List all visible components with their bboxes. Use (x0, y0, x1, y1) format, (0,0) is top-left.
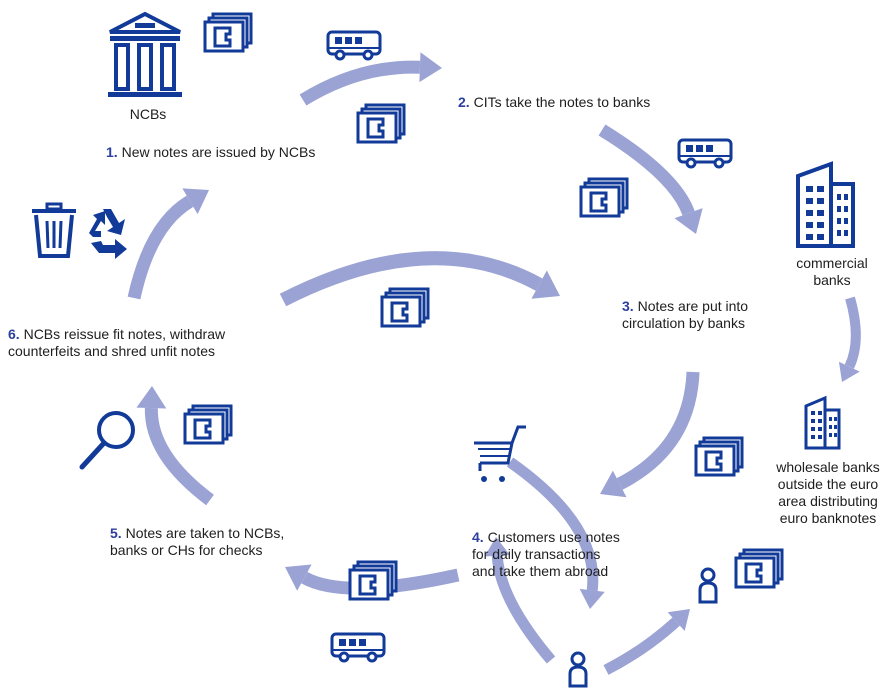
wholesale-banks-label: wholesale banks outside the euro area di… (766, 459, 890, 527)
arrow-commercial-to-wholesale (844, 296, 861, 369)
step-number: 5. (110, 525, 122, 541)
banknotes-icon (183, 404, 233, 445)
arrow-reissue-to-circulation (279, 251, 543, 307)
arrow-reissue-to-ncbs-head (182, 188, 209, 215)
arrow-customers-to-checks-head (285, 564, 312, 591)
label-line: wholesale banks (776, 459, 880, 475)
step-text: counterfeits and shred unfit notes (8, 343, 216, 359)
step-number: 6. (8, 326, 20, 342)
step-number: 3. (622, 298, 634, 314)
step-text: New notes are issued by NCBs (121, 144, 316, 160)
banknotes-icon (356, 103, 406, 144)
step-text: Notes are put into (637, 298, 749, 314)
arrow-cart-to-person-head (579, 588, 605, 609)
trash-bin-icon (32, 202, 76, 258)
step-1-caption: 1. New notes are issued by NCBs (106, 144, 315, 161)
arrow-person-to-cart (491, 555, 556, 664)
step-text: NCBs reissue fit notes, withdraw (23, 326, 226, 342)
person-icon (568, 651, 588, 688)
office-building-icon (796, 161, 855, 248)
arrow-ncbs-to-cits (299, 60, 421, 106)
label-line: commercial (796, 255, 868, 271)
bank-building-icon (108, 11, 182, 97)
banknotes-icon (579, 177, 629, 218)
arrow-reissue-to-circulation-head (531, 270, 560, 299)
step-2-caption: 2. CITs take the notes to banks (458, 94, 650, 111)
arrow-banks-to-customers (616, 371, 700, 490)
banknotes-icon (734, 548, 784, 589)
arrow-person-to-abroad (603, 617, 680, 675)
arrow-checks-to-reissue (144, 407, 214, 506)
arrow-commercial-to-wholesale-head (838, 361, 860, 382)
step-number: 1. (106, 144, 118, 160)
arrow-cart-to-person (506, 457, 599, 592)
arrow-person-to-abroad-head (667, 609, 690, 631)
arrow-reissue-to-ncbs (127, 195, 194, 300)
step-text: Customers use notes (487, 529, 620, 545)
banknotes-icon (694, 436, 744, 477)
step-3-caption: 3. Notes are put into circulation by ban… (622, 298, 748, 332)
banknotes-icon (203, 12, 253, 53)
banknotes-icon (348, 560, 398, 601)
banknotes-icon (380, 287, 430, 328)
arrow-cits-to-banks-head (674, 208, 703, 234)
label-line: area distributing (778, 493, 878, 509)
recycle-icon (89, 209, 127, 259)
van-icon (330, 632, 386, 663)
arrow-ncbs-to-cits-head (419, 52, 442, 83)
arrow-banks-to-customers-head (600, 470, 627, 498)
step-text: CITs take the notes to banks (473, 94, 651, 110)
step-number: 4. (472, 529, 484, 545)
cycle-arrows (127, 52, 861, 675)
step-text: banks or CHs for checks (110, 542, 263, 558)
arrow-person-to-cart-head (484, 537, 510, 557)
step-4-caption: 4. Customers use notes for daily transac… (472, 529, 620, 580)
label-line: banks (813, 272, 851, 288)
van-icon (326, 30, 382, 61)
step-text: circulation by banks (622, 315, 745, 331)
step-5-caption: 5. Notes are taken to NCBs, banks or CHs… (110, 525, 284, 559)
step-6-caption: 6. NCBs reissue fit notes, withdraw coun… (8, 326, 225, 360)
commercial-banks-label: commercial banks (786, 255, 878, 289)
label-line: outside the euro (777, 476, 879, 492)
step-text: for daily transactions (472, 546, 601, 562)
shopping-cart-icon (474, 425, 526, 482)
office-building-icon (804, 395, 841, 450)
step-text: Notes are taken to NCBs, (125, 525, 285, 541)
step-text: and take them abroad (472, 563, 609, 579)
magnifier-icon (79, 411, 135, 470)
person-icon (698, 567, 718, 604)
step-number: 2. (458, 94, 470, 110)
ncbs-label: NCBs (129, 106, 167, 122)
arrow-checks-to-reissue-head (136, 386, 167, 409)
van-icon (677, 138, 733, 169)
arrow-cits-to-banks (598, 124, 695, 216)
label-line: euro banknotes (779, 510, 877, 526)
